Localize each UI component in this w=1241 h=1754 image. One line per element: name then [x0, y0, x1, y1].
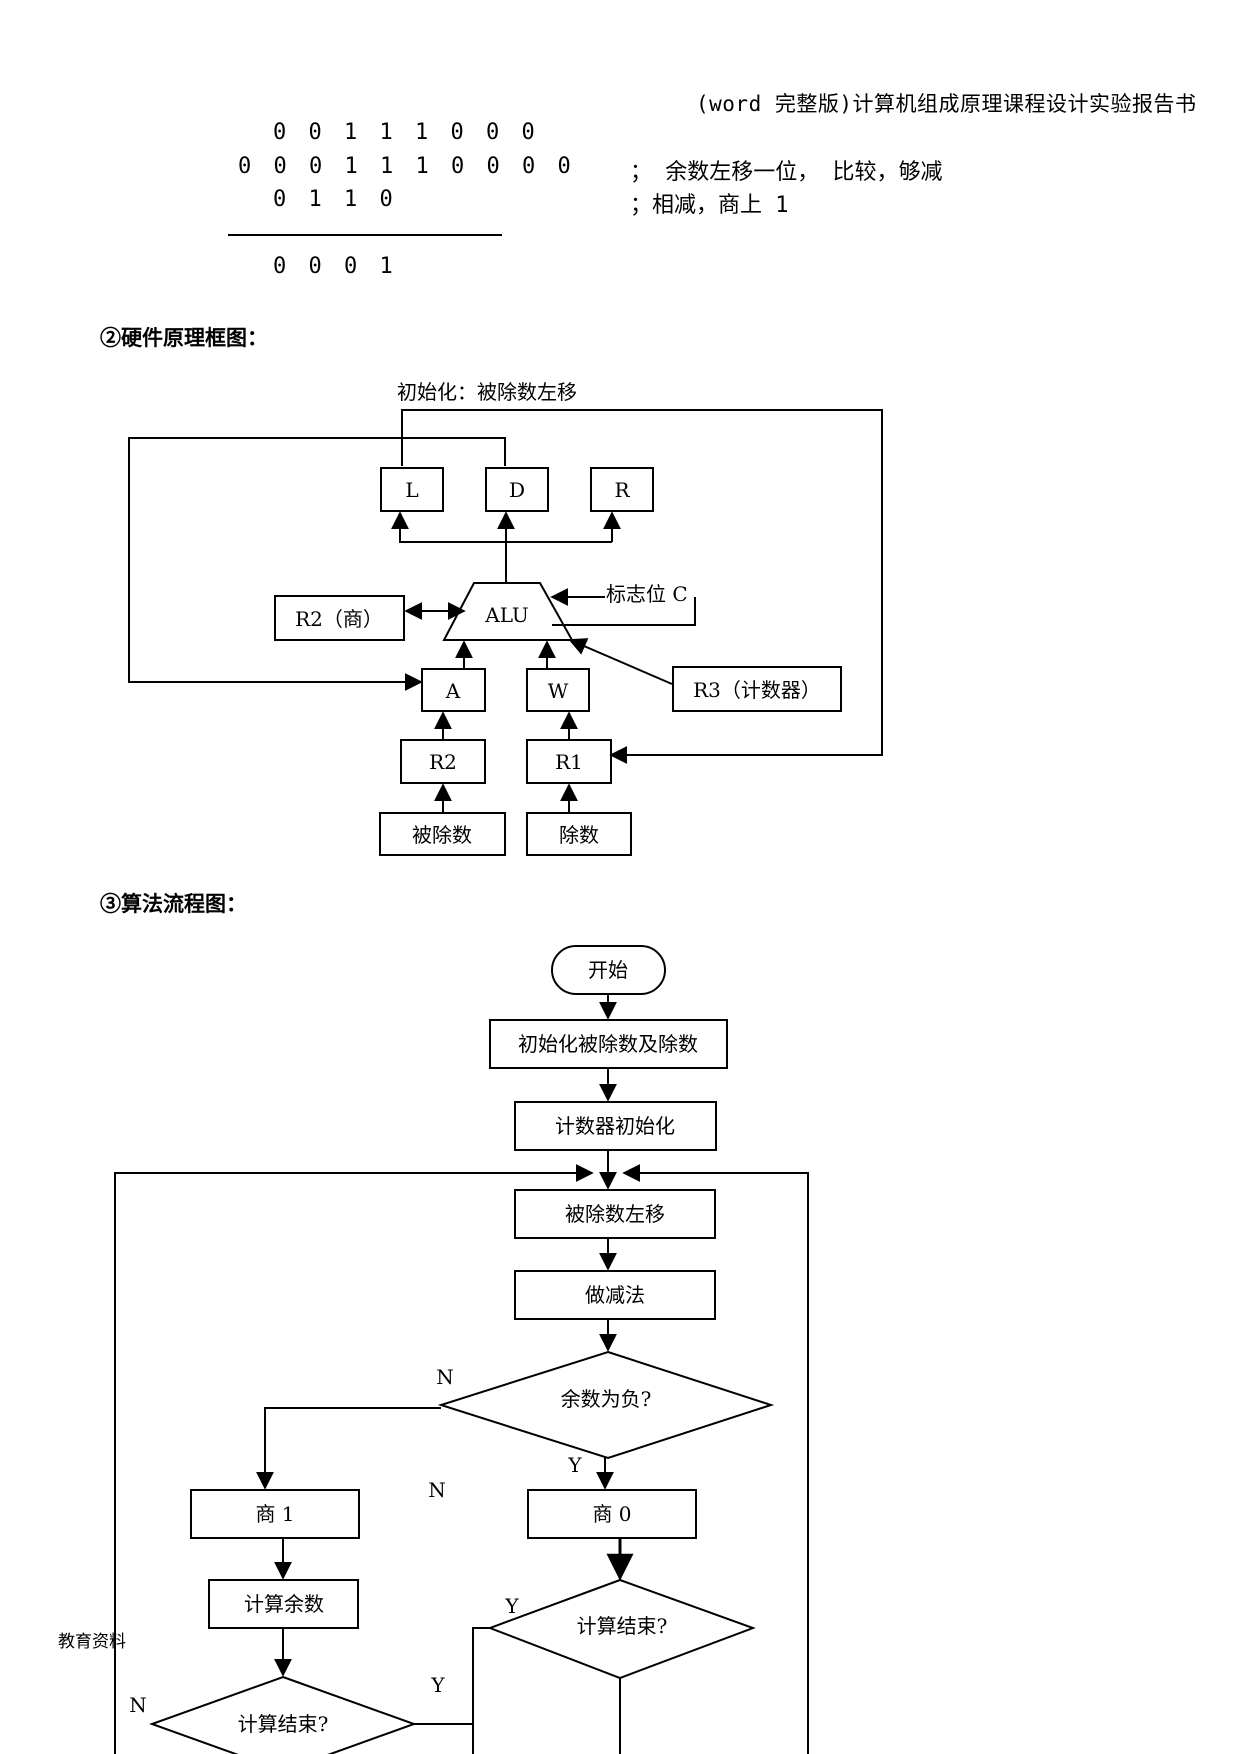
label-divisor: 除数 — [559, 823, 599, 847]
flow-subtract-label: 做减法 — [585, 1283, 645, 1307]
flow-shift-left-label: 被除数左移 — [565, 1202, 665, 1226]
label-r3: R3（计数器） — [693, 678, 821, 702]
flow-done-left — [149, 1675, 417, 1754]
division-comment-2: ；相减，商上 1 — [630, 193, 789, 218]
flow-init-counter — [514, 1101, 717, 1151]
division-rule — [228, 234, 502, 236]
box-d — [485, 467, 549, 512]
box-l — [380, 467, 444, 512]
label-r2-quotient: R2（商） — [295, 607, 383, 631]
flow-y-label-right: Y — [504, 1594, 519, 1618]
label-d: D — [509, 478, 525, 502]
hardware-section-title: ②硬件原理框图： — [100, 325, 268, 350]
page-header: (word 完整版)计算机组成原理课程设计实验报告书 — [696, 92, 1197, 116]
box-r2-quotient — [274, 595, 405, 641]
flow-y-label-1: Y — [567, 1453, 582, 1477]
box-r3-counter — [672, 666, 842, 712]
label-w: W — [548, 679, 569, 703]
algorithm-section-title: ③算法流程图： — [100, 891, 247, 916]
flow-is-negative — [437, 1350, 775, 1460]
flow-done-left-label: 计算结束? — [238, 1712, 329, 1736]
flow-quotient-0 — [527, 1489, 697, 1539]
label-r: R — [614, 478, 630, 502]
flow-shift-left — [514, 1189, 716, 1239]
flow-quotient-0-label: 商 0 — [592, 1502, 631, 1526]
flow-n-label-1: N — [436, 1365, 454, 1389]
box-divisor — [526, 812, 632, 856]
flow-is-negative-label: 余数为负? — [561, 1387, 652, 1411]
flow-init-operands-label: 初始化被除数及除数 — [518, 1032, 698, 1056]
label-a: A — [445, 679, 461, 703]
flow-quotient-1-label: 商 1 — [255, 1502, 294, 1526]
flow-quotient-1 — [190, 1489, 360, 1539]
flow-n-label-mid: N — [428, 1478, 446, 1502]
label-l: L — [405, 478, 418, 502]
box-r — [590, 467, 654, 512]
feedback-line-l-to-r1 — [401, 409, 883, 764]
flow-init-counter-label: 计数器初始化 — [555, 1114, 675, 1138]
division-comment-1: ； 余数左移一位， 比较，够减 — [630, 160, 943, 185]
flow-done-right-label: 计算结束? — [577, 1614, 668, 1638]
label-r1: R1 — [555, 750, 583, 774]
init-label: 初始化：被除数左移 — [397, 380, 577, 404]
box-w — [526, 668, 590, 712]
label-alu: ALU — [484, 603, 529, 627]
label-r2: R2 — [429, 750, 457, 774]
footer-label: 教育资料 — [58, 1632, 126, 1652]
feedback-line-d-to-a — [128, 437, 506, 691]
flow-y-label-left: Y — [430, 1673, 445, 1697]
flow-start-label: 开始 — [588, 958, 628, 982]
flowchart — [114, 945, 809, 1754]
label-dividend: 被除数 — [412, 823, 472, 847]
flow-subtract — [514, 1270, 716, 1320]
box-a — [421, 668, 486, 712]
label-flag: 标志位 C — [606, 582, 688, 606]
flow-n-label-left: N — [129, 1693, 147, 1717]
flow-calc-remainder-label: 计算余数 — [244, 1592, 324, 1616]
